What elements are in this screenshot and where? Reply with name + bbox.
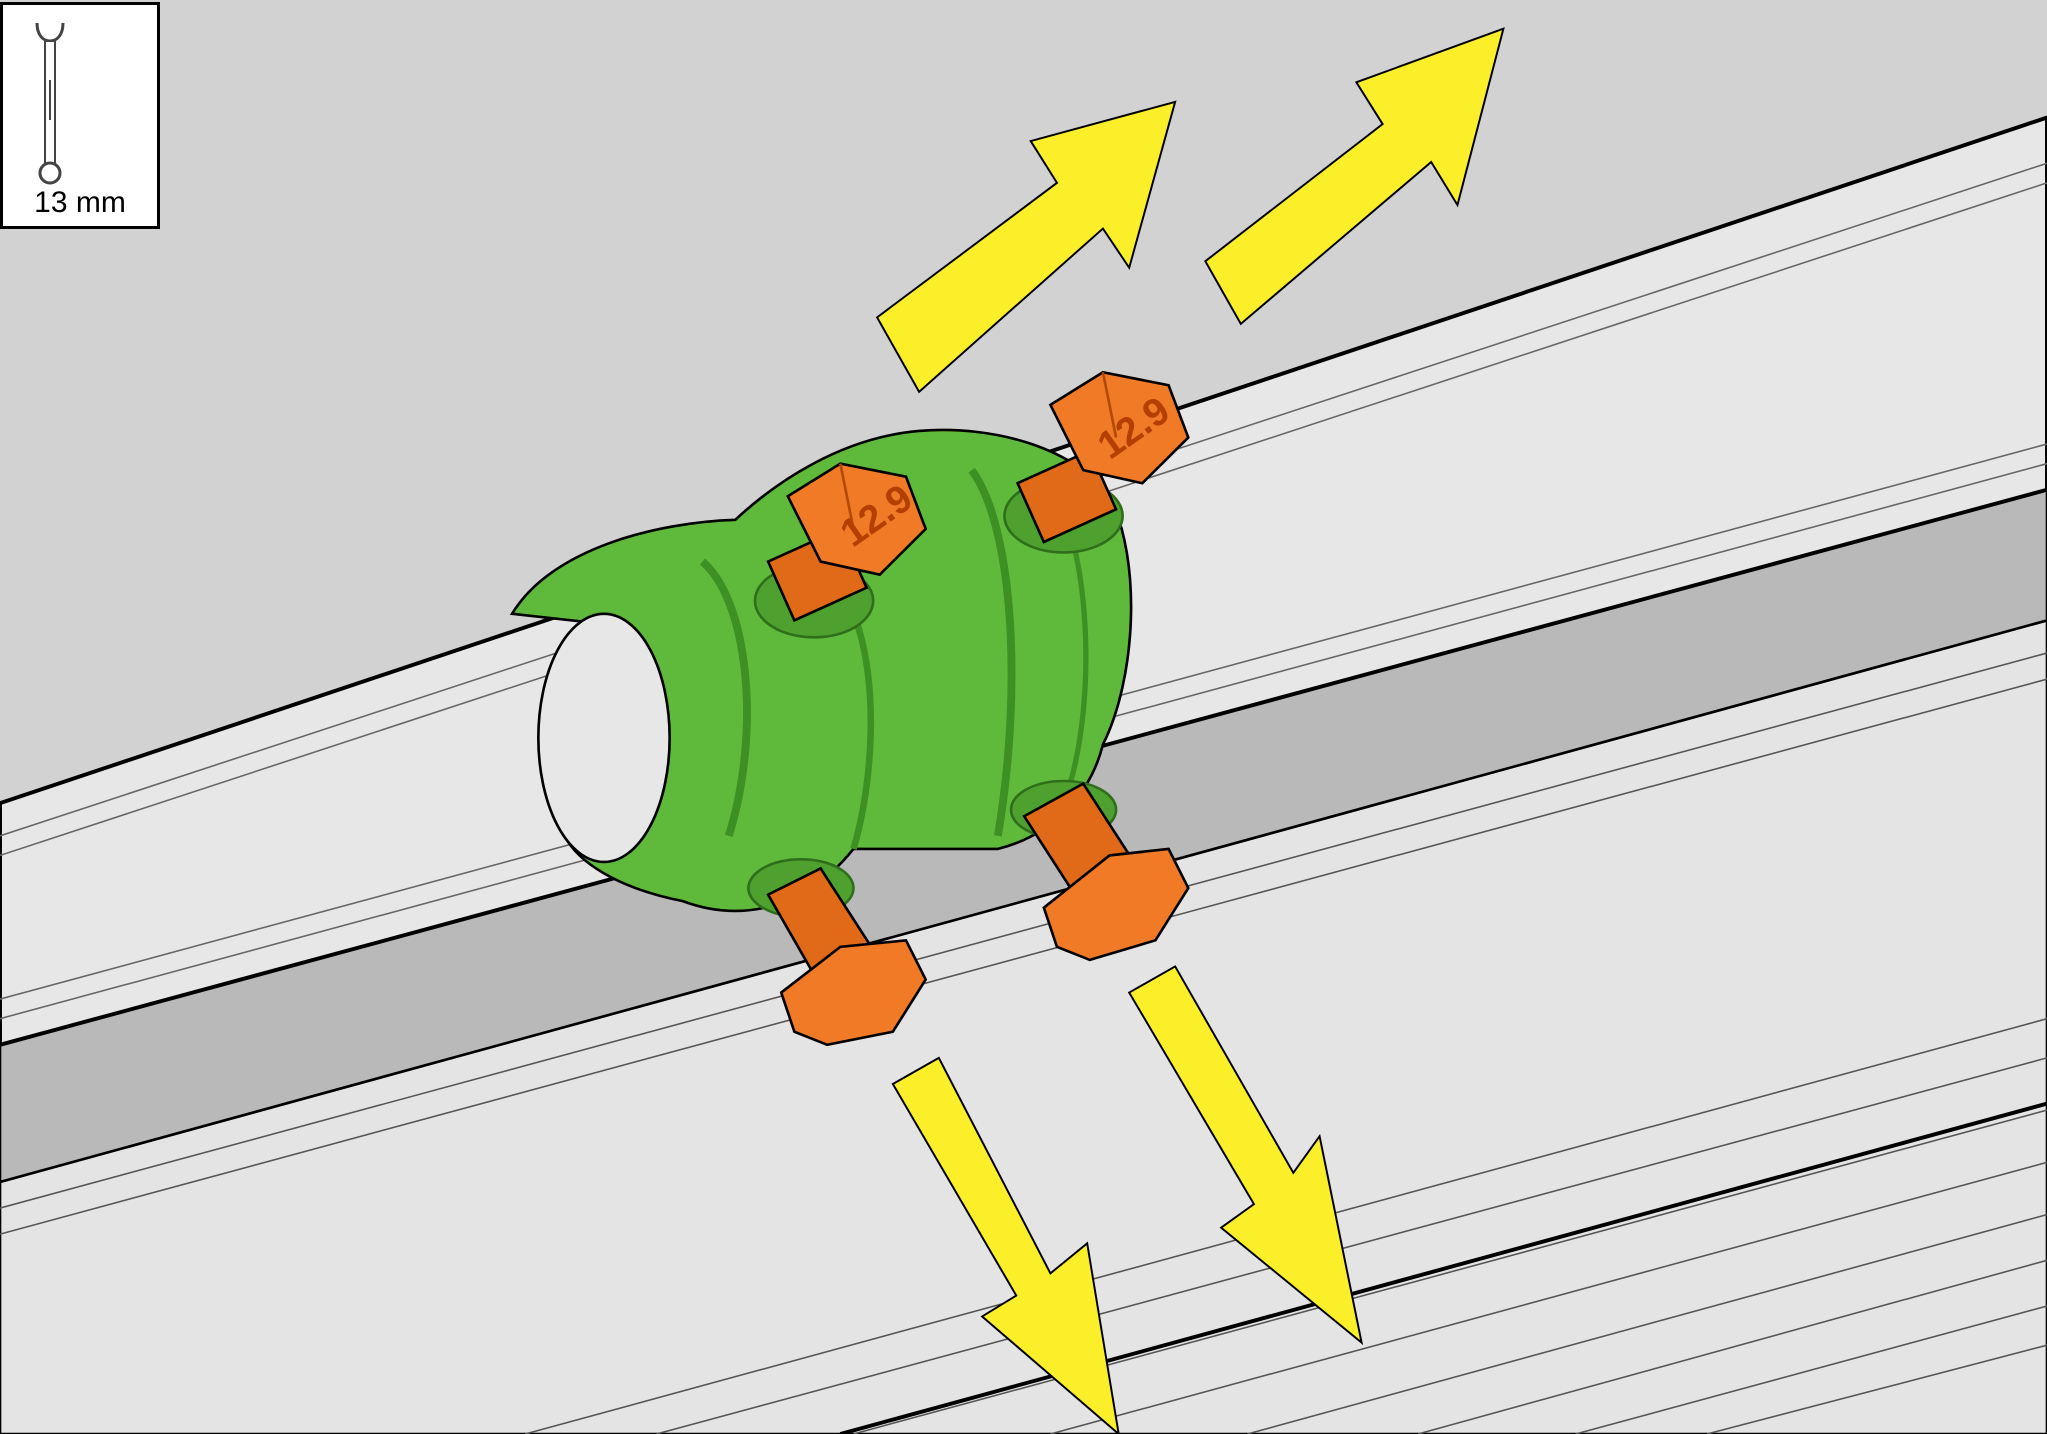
tool-info-box: 13 mm	[0, 2, 160, 229]
wrench-size-label: 13 mm	[3, 188, 157, 218]
open-end-wrench-icon	[3, 5, 157, 185]
